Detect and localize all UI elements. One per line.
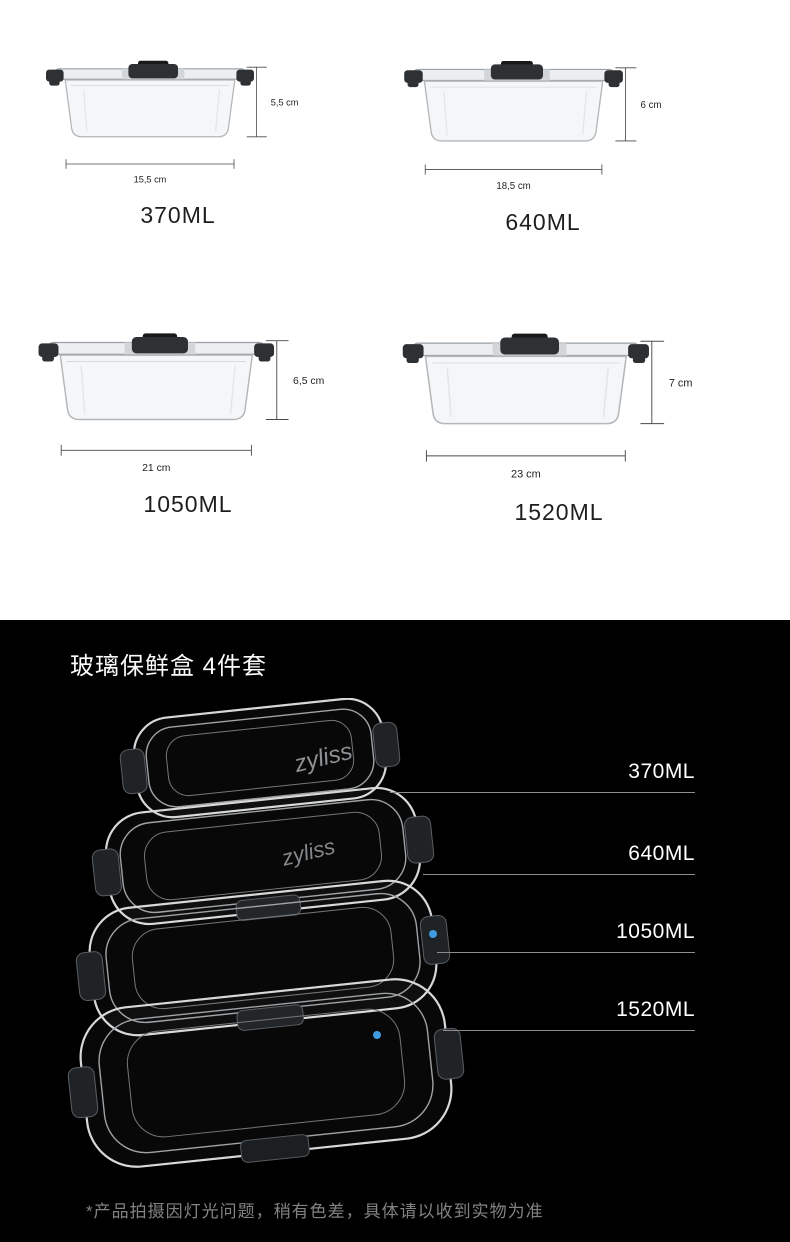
volume-label: 1520ML [514,498,604,525]
width-label: 23 cm [511,468,541,480]
width-dimension: 23 cm [425,449,626,480]
spec-item-1050ml: 6,5 cm 21 cm 1050ML [34,328,342,519]
container-lid [412,333,640,356]
container-diagram-370ml: 5,5 cm 15,5 cm [46,60,299,184]
callout-370ml: 370ML [390,760,695,793]
side-clip-left [404,70,423,88]
height-label: 7 cm [669,377,693,389]
height-dimension: 5,5 cm [246,66,299,138]
height-label: 5,5 cm [271,98,299,108]
width-dimension: 21 cm [60,444,252,474]
callout-640ml: 640ML [423,842,695,875]
spec-row-2: 6,5 cm 21 cm 1050ML [0,328,790,526]
callout-1520ml: 1520ML [443,998,695,1031]
glass-body [424,355,628,425]
set-section: 玻璃保鲜盒 4件套 zyliss zyliss [0,620,790,1242]
callout-1050ml: 1050ML [437,920,695,953]
volume-label: 1050ML [143,491,233,518]
spec-item-370ml: 5,5 cm 15,5 cm 370ML [42,56,314,229]
container-diagram-1520ml: 7 cm 23 cm [402,333,693,480]
height-label: 6 cm [641,100,662,111]
spec-item-1520ml: 7 cm 23 cm 1520ML [398,328,720,526]
glass-body [423,80,604,142]
container-lid [47,333,265,355]
side-clip-right [604,70,623,88]
volume-label: 640ML [505,208,581,235]
side-clip-right [628,343,649,363]
anchor-dot [373,1031,381,1039]
side-clip-right [236,69,254,86]
width-dimension: 18,5 cm [424,164,603,192]
dimension-specs-section: 5,5 cm 15,5 cm 370ML [0,0,790,620]
width-label: 21 cm [142,463,170,474]
side-clip-right [254,343,275,362]
height-label: 6,5 cm [293,376,324,387]
volume-label: 370ML [140,201,216,228]
glass-body [64,79,236,138]
stacked-container-370ml: zyliss [119,698,401,819]
side-clip-left [46,69,64,86]
stacked-container-1520ml [67,978,465,1168]
stacked-container-1050ml [75,879,451,1037]
stacked-containers-image: zyliss zyliss [67,698,465,1168]
anchor-dot [429,930,437,938]
container-diagram-640ml: 6 cm 18,5 cm [404,61,662,192]
width-label: 18,5 cm [496,181,530,192]
width-label: 15,5 cm [134,174,167,184]
height-dimension: 6 cm [615,67,662,142]
container-lid [412,61,615,81]
width-dimension: 15,5 cm [65,159,235,184]
stacked-container-640ml: zyliss [91,786,435,926]
glass-body [59,354,254,420]
container-lid [54,60,246,80]
side-clip-left [402,343,424,363]
height-dimension: 6,5 cm [265,339,324,420]
spec-row-1: 5,5 cm 15,5 cm 370ML [0,56,790,236]
spec-item-640ml: 6 cm 18,5 cm 640ML [400,56,686,236]
set-title: 玻璃保鲜盒 4件套 [70,653,268,680]
height-dimension: 7 cm [640,340,693,424]
container-diagram-1050ml: 6,5 cm 21 cm [38,333,324,474]
disclaimer-text: *产品拍摄因灯光问题，稍有色差，具体请以收到实物为准 [86,1202,544,1221]
side-clip-left [38,343,59,362]
